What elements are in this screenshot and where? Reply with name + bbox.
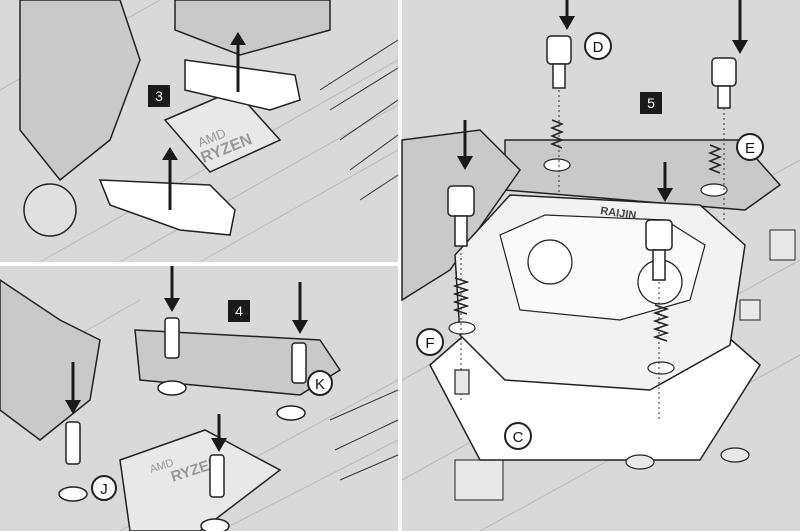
block-brand-label: RAIJIN xyxy=(600,205,637,222)
up-arrow-icon xyxy=(162,147,178,210)
callout-c: C xyxy=(504,422,532,450)
callout-k: K xyxy=(307,370,333,396)
cpu-chip: AMD RYZEN xyxy=(119,429,282,531)
step-badge: 5 xyxy=(640,92,662,114)
heatsink-shape xyxy=(19,0,141,182)
thumbscrew-icon xyxy=(447,35,737,281)
callout-d: D xyxy=(584,32,612,60)
callout-f: F xyxy=(416,328,444,356)
svg-text:5: 5 xyxy=(647,95,655,111)
callout-e: E xyxy=(736,133,764,161)
svg-text:D: D xyxy=(593,39,604,56)
svg-text:4: 4 xyxy=(235,303,243,319)
step-badge: 3 xyxy=(148,85,170,107)
down-arrow-icon xyxy=(463,0,742,190)
ram-slots xyxy=(319,39,399,201)
washer xyxy=(448,158,728,375)
svg-text:K: K xyxy=(315,376,325,393)
down-arrow-icon xyxy=(71,266,302,440)
svg-text:E: E xyxy=(745,140,755,157)
bracket-bottom xyxy=(98,179,236,236)
up-arrow-icon xyxy=(230,32,246,92)
ram-slots xyxy=(329,389,399,481)
bracket-top xyxy=(184,59,301,111)
svg-text:C: C xyxy=(513,429,524,446)
down-arrow-icon xyxy=(65,298,308,452)
board-components xyxy=(454,229,796,501)
step-badge: 4 xyxy=(228,300,250,322)
down-arrow-icon xyxy=(457,16,748,202)
svg-text:J: J xyxy=(100,481,108,498)
svg-text:3: 3 xyxy=(155,88,163,104)
cmos-battery xyxy=(23,183,77,237)
panel-step-3: AMD RYZEN 3 xyxy=(0,0,399,263)
port-inlet xyxy=(527,239,573,285)
standoff-icon xyxy=(454,369,750,470)
panel-step-4: AMD RYZEN 4 xyxy=(0,266,399,531)
standoff-icon xyxy=(58,317,307,531)
callout-j: J xyxy=(91,475,117,501)
panel-step-5: RAIJIN xyxy=(401,0,800,531)
svg-text:F: F xyxy=(425,335,434,352)
